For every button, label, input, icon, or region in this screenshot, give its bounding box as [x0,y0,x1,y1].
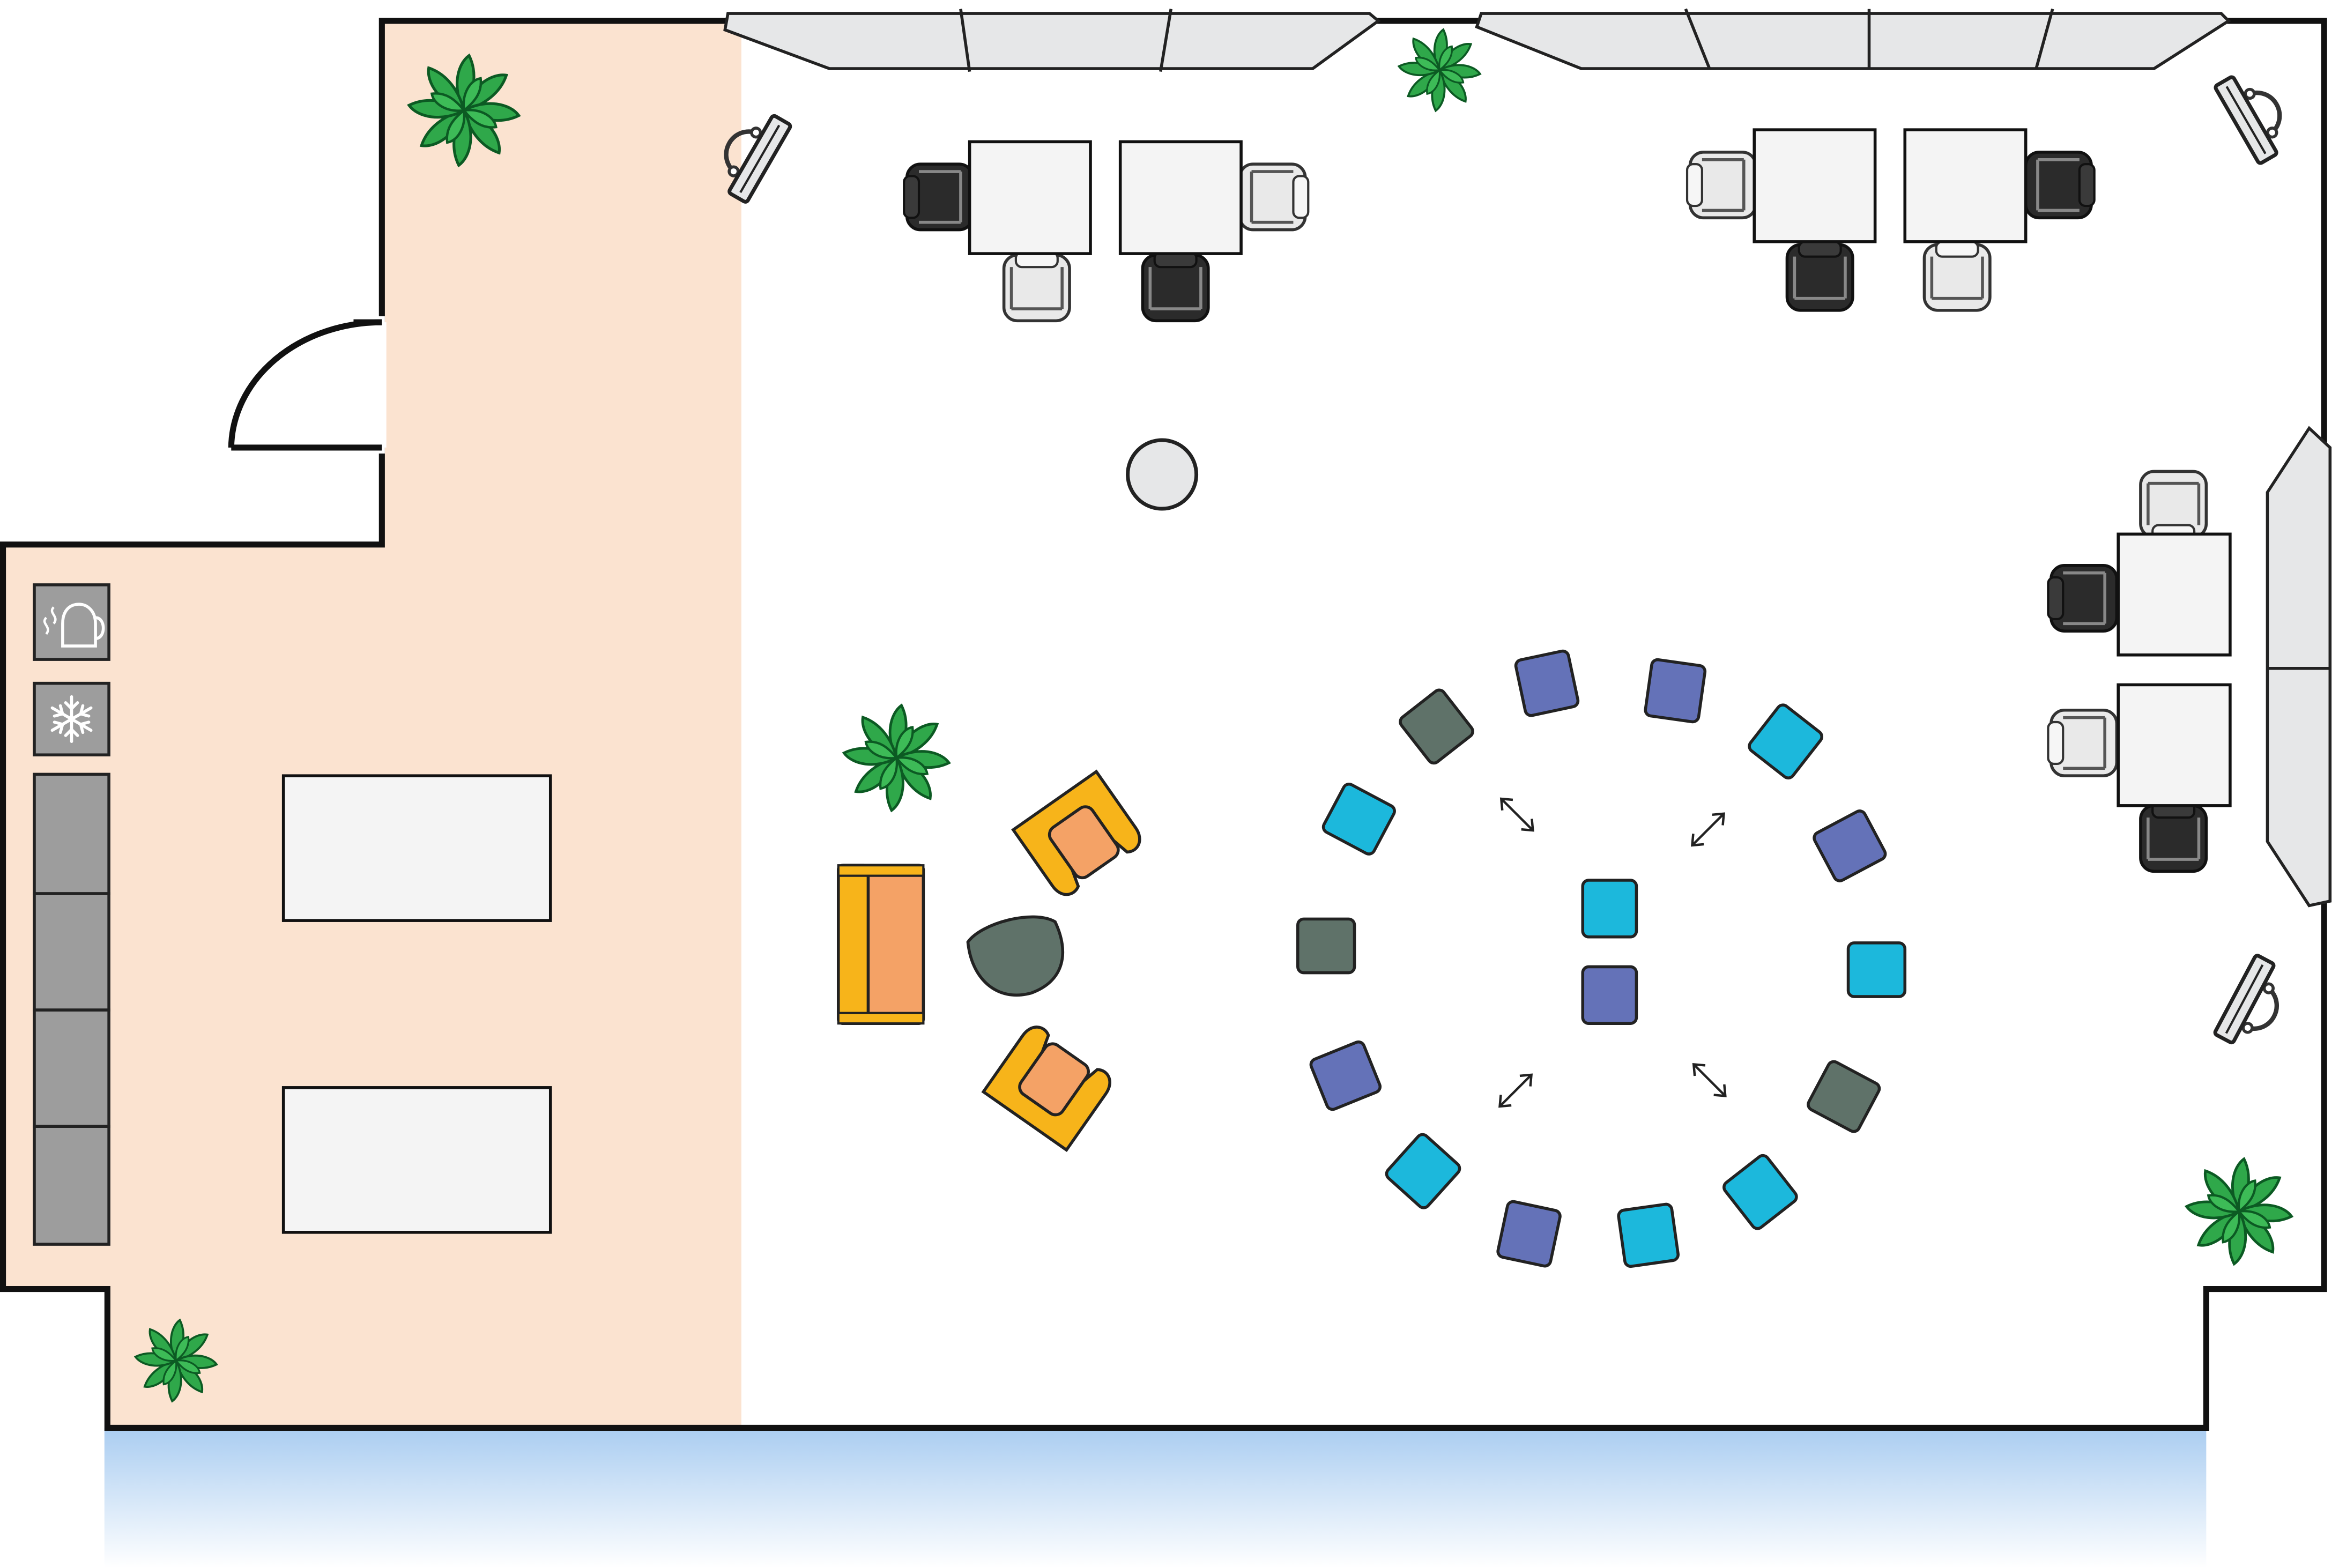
desk-cluster-right [2048,471,2232,871]
office-chair[interactable] [2026,152,2095,218]
movable-seat[interactable] [1583,880,1636,937]
movable-seat[interactable] [1298,919,1355,972]
counter-segment [33,1125,110,1246]
kitchen-table[interactable] [281,774,552,922]
office-chair[interactable] [2048,566,2117,631]
movable-seat[interactable] [1618,1203,1679,1267]
lounge-armchair[interactable] [1011,769,1146,900]
office-chair[interactable] [1142,252,1208,321]
desk-cluster-top-right [1687,128,2095,310]
desk[interactable] [1118,140,1243,255]
kitchen-zone-floor [3,20,741,1428]
desk[interactable] [2117,683,2232,807]
office-chair[interactable] [2141,471,2206,540]
office-chair[interactable] [1787,242,1852,310]
office-chair[interactable] [2048,710,2117,776]
office-chair[interactable] [2141,802,2206,871]
counter-segment [33,892,110,1012]
movable-seat[interactable] [1583,967,1636,1023]
office-chair[interactable] [1687,152,1756,218]
window-glow [104,1428,2207,1568]
movable-seat[interactable] [1645,659,1706,723]
desk[interactable] [1753,128,1877,243]
desk[interactable] [2117,532,2232,657]
desk[interactable] [1903,128,2028,243]
counter-segment [33,772,110,895]
lounge-armchair[interactable] [981,1021,1116,1153]
entry-door[interactable] [224,316,387,454]
office-chair[interactable] [1924,242,1989,310]
lounge-pouf[interactable] [964,908,1073,1006]
movable-seat[interactable] [1848,943,1905,997]
movable-seat[interactable] [1514,650,1579,717]
kitchen-table[interactable] [281,1086,552,1234]
office-chair[interactable] [1004,252,1070,321]
snowflake-icon[interactable] [33,681,110,757]
desk-cluster-top-left [904,140,1308,321]
kitchen-counter [33,772,110,1246]
bench-top-right[interactable] [1475,8,2231,70]
kettle-icon[interactable] [33,583,110,661]
structural-column [1126,438,1199,511]
desk[interactable] [968,140,1092,255]
counter-segment [33,1008,110,1128]
movable-seat[interactable] [1497,1200,1561,1267]
office-chair[interactable] [1239,164,1308,229]
office-chair[interactable] [904,164,972,229]
bench-top-left[interactable] [723,9,1381,72]
lounge-sofa[interactable] [836,864,925,1025]
bench-right[interactable] [2266,426,2332,908]
